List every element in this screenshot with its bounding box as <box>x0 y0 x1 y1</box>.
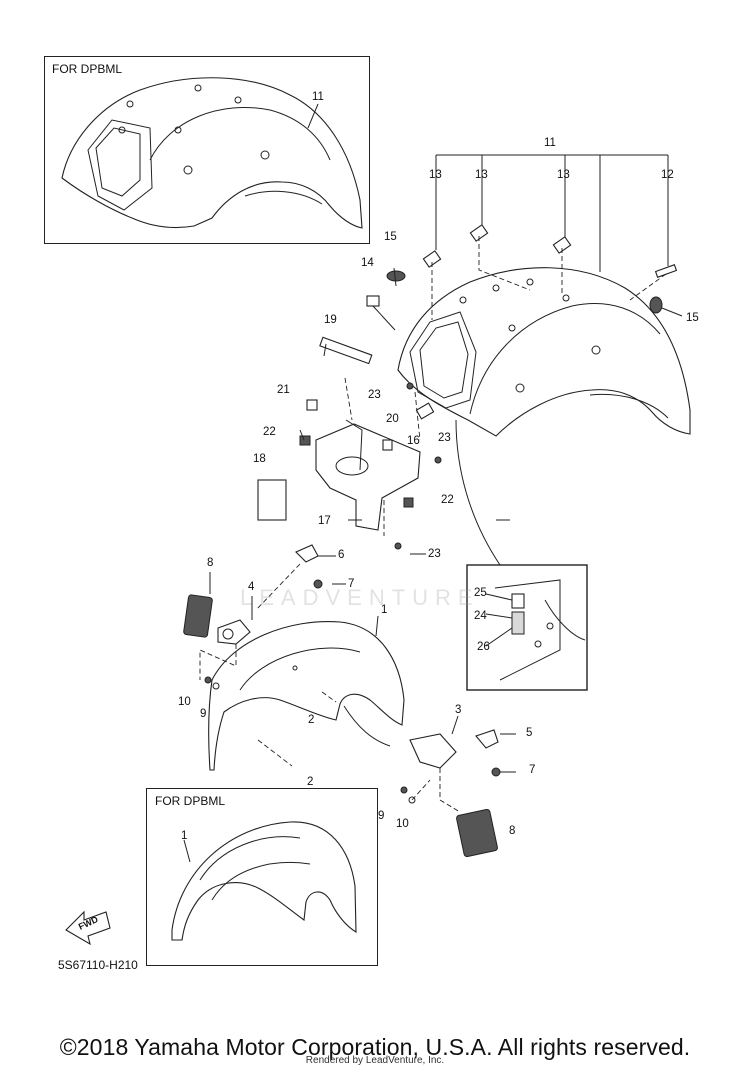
callout-11-inset: 11 <box>312 91 324 103</box>
inset-box-top <box>44 56 370 244</box>
left-reflector-set <box>183 544 323 690</box>
inset-box-bottom <box>146 788 378 966</box>
callout-4: 4 <box>248 581 255 593</box>
callout-2-b: 2 <box>307 776 314 788</box>
callout-18: 18 <box>253 453 266 465</box>
callout-7-a: 7 <box>348 578 355 590</box>
callout-15-b: 15 <box>686 312 699 324</box>
callout-1-inset: 1 <box>181 830 188 842</box>
callout-23-b: 23 <box>438 432 451 444</box>
callout-22-a: 22 <box>263 426 276 438</box>
detail-inset <box>466 564 588 691</box>
callout-25: 25 <box>474 587 487 599</box>
callout-8-a: 8 <box>207 557 214 569</box>
callout-13-a: 13 <box>429 169 442 181</box>
fwd-arrow-icon <box>65 910 111 946</box>
callout-3: 3 <box>455 704 462 716</box>
rear-fender-drawing <box>397 267 691 566</box>
inset-label-bottom: FOR DPBML <box>155 794 226 808</box>
inset-label-top: FOR DPBML <box>52 62 123 76</box>
callout-7-b: 7 <box>529 764 536 776</box>
emblem-pads <box>422 154 678 320</box>
callout-19: 19 <box>324 314 337 326</box>
callout-26: 26 <box>477 641 490 653</box>
callout-20: 20 <box>386 413 399 425</box>
license-bracket-drawing <box>257 336 442 550</box>
copyright-notice: ©2018 Yamaha Motor Corporation, U.S.A. A… <box>59 1034 691 1060</box>
callout-22-b: 22 <box>441 494 454 506</box>
callout-15-a: 15 <box>384 231 397 243</box>
callout-13-c: 13 <box>557 169 570 181</box>
rendered-by-credit: Rendered by LeadVenture, Inc. <box>305 1055 445 1066</box>
callout-2-a: 2 <box>308 714 315 726</box>
callout-24: 24 <box>474 610 487 622</box>
callout-23-c: 23 <box>428 548 441 560</box>
diagram-code: 5S67110-H210 <box>58 958 138 972</box>
callout-16: 16 <box>407 435 420 447</box>
callout-11: 11 <box>544 137 556 149</box>
grommets-and-clip <box>366 270 683 331</box>
callout-9-b: 9 <box>378 810 385 822</box>
callout-12: 12 <box>661 169 674 181</box>
callout-23-a: 23 <box>368 389 381 401</box>
callout-17: 17 <box>318 515 331 527</box>
callout-13-b: 13 <box>475 169 488 181</box>
callout-10-b: 10 <box>396 818 409 830</box>
inset-front-fender-drawing <box>171 821 357 941</box>
inset-rear-fender-drawing <box>61 77 363 229</box>
callout-6: 6 <box>338 549 345 561</box>
leader-lines <box>183 103 516 863</box>
callout-9-a: 9 <box>200 708 207 720</box>
right-reflector-set <box>400 729 501 858</box>
front-fender-drawing <box>208 620 405 771</box>
watermark: LEADVENTURE <box>240 585 480 610</box>
callout-1: 1 <box>381 604 388 616</box>
callout-21: 21 <box>277 384 290 396</box>
callout-14: 14 <box>361 257 374 269</box>
callout-10-a: 10 <box>178 696 191 708</box>
callout-8-b: 8 <box>509 825 516 837</box>
callout-5: 5 <box>526 727 533 739</box>
